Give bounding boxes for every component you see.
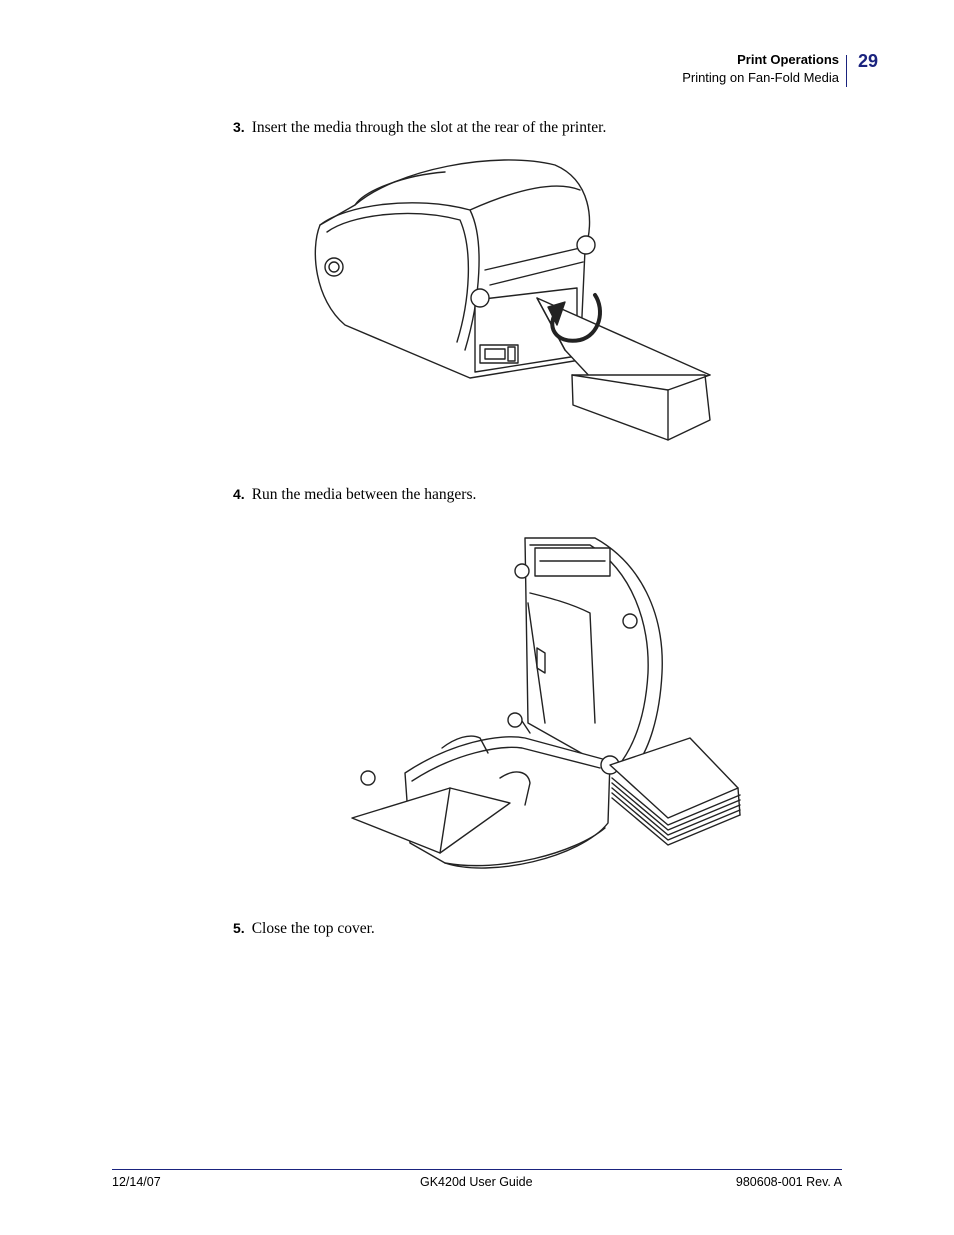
page-number: 29: [858, 51, 879, 71]
header-divider: [846, 55, 847, 87]
section-title: Print Operations: [737, 52, 839, 67]
step-number: 3.: [233, 119, 245, 135]
footer-doc-id: 980608-001 Rev. A: [735, 1175, 842, 1189]
step-3: 3. Insert the media through the slot at t…: [233, 119, 606, 137]
printer-rear-slot-illustration: [305, 150, 715, 445]
footer-title: GK420d User Guide: [420, 1175, 533, 1189]
step-4: 4. Run the media between the hangers.: [233, 486, 476, 504]
step-5: 5. Close the top cover.: [233, 920, 375, 938]
footer-divider: [112, 1169, 842, 1170]
step-text: Close the top cover.: [251, 920, 375, 937]
step-number: 5.: [233, 920, 245, 936]
footer-date: 12/14/07: [112, 1175, 161, 1189]
step-number: 4.: [233, 486, 245, 502]
step-text: Run the media between the hangers.: [251, 486, 477, 503]
step-text: Insert the media through the slot at the…: [251, 119, 607, 136]
printer-open-hangers-illustration: [350, 533, 750, 888]
subsection-title: Printing on Fan-Fold Media: [682, 70, 839, 85]
